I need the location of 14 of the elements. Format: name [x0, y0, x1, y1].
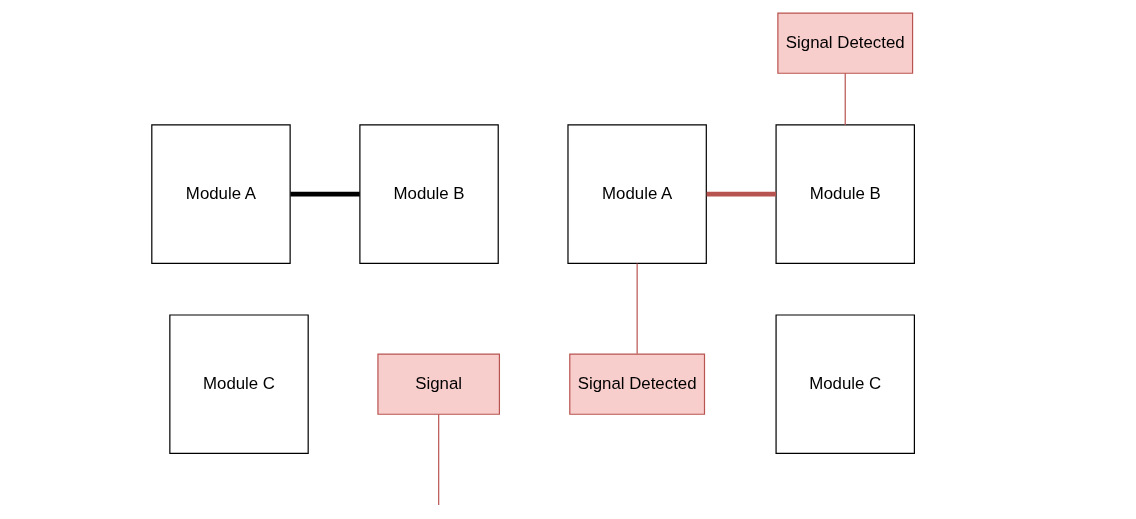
connector [437, 413, 439, 506]
node-box: Module B [774, 124, 915, 264]
node-box: Module A [566, 124, 707, 264]
connector [844, 72, 846, 126]
node-box: Module B [358, 124, 499, 264]
connector [706, 191, 776, 197]
node-box: Signal [376, 353, 500, 415]
node-box: Module C [168, 314, 309, 454]
node-box: Module A [150, 124, 291, 264]
connector [289, 191, 360, 197]
node-box: Signal Detected [776, 12, 913, 74]
node-box: Signal Detected [568, 353, 705, 415]
connector [636, 263, 638, 355]
node-box: Module C [774, 314, 915, 454]
